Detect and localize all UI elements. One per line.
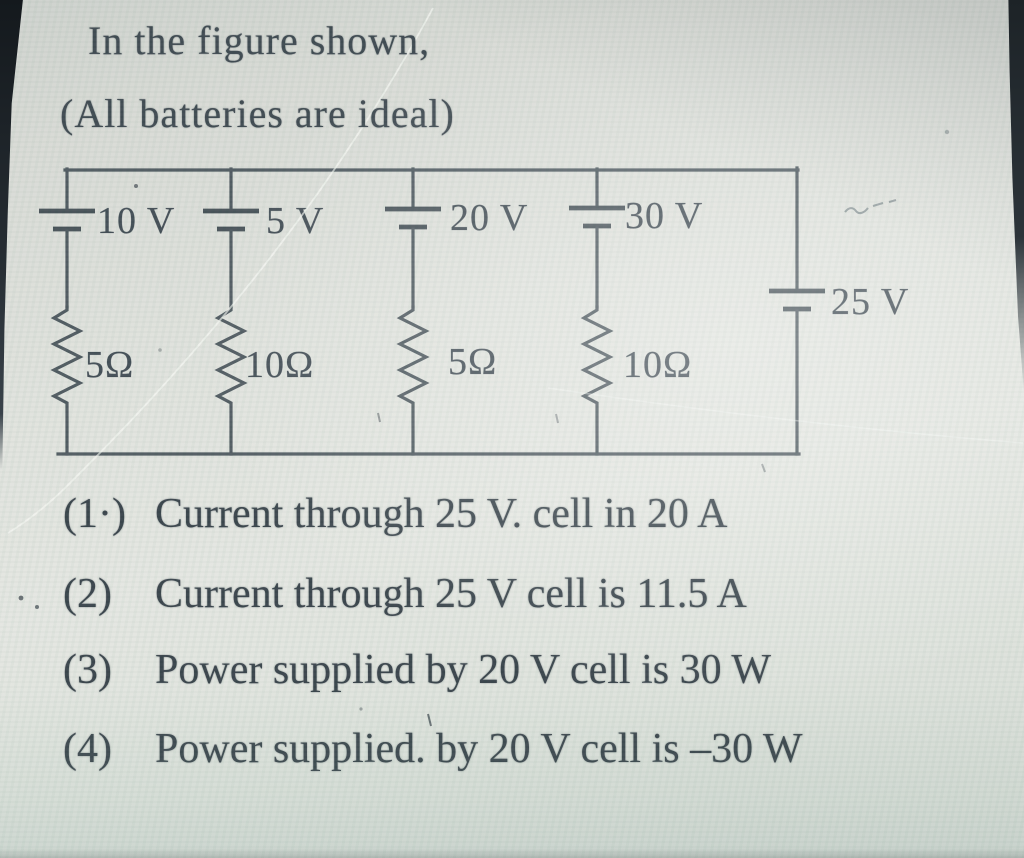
stray-dot [35, 605, 39, 609]
battery-label-1: 10 V [97, 200, 175, 242]
option-row-3: (3) Power supplied by 20 V cell is 30 W [63, 645, 771, 695]
battery-branch-3: 20 V 5Ω [385, 167, 528, 456]
circuit-frame-wires [56, 168, 801, 456]
battery-label-4: 30 V [625, 195, 703, 237]
pen-squiggle [844, 199, 897, 215]
option-row-2: (2) Current through 25 V cell is 11.5 A [63, 569, 747, 619]
battery-label-3: 20 V [450, 197, 528, 239]
resistor-zigzag-3 [396, 305, 430, 456]
battery-branch-1: 10 V 5Ω [39, 167, 175, 456]
crease-line [7, 7, 434, 534]
option-row-4: (4) Power supplied. by 20 V cell is –30 … [63, 724, 802, 774]
option-text: Power supplied by 20 V cell is 30 W [155, 647, 771, 693]
question-note: (All batteries are ideal) [60, 91, 455, 136]
side-battery-label: 25 V [831, 281, 909, 323]
resistor-label-2: 10Ω [245, 344, 314, 386]
stray-tick [761, 463, 766, 473]
resistor-label-1: 5Ω [85, 344, 134, 386]
option-text: Current through 25 V cell is 11.5 A [155, 571, 747, 617]
option-number: (1·) [63, 491, 126, 537]
resistor-zigzag-1 [50, 305, 84, 456]
stray-dot [134, 184, 138, 188]
resistor-zigzag-2 [214, 305, 248, 456]
stray-tick [377, 412, 381, 423]
battery-branch-2: 5 V 10Ω [203, 167, 324, 456]
option-number: (4) [63, 726, 112, 772]
option-number: (3) [63, 647, 112, 693]
stray-dot [158, 348, 162, 352]
stray-tick [427, 713, 432, 727]
stray-tick [555, 413, 559, 424]
stray-dot [944, 129, 950, 135]
battery-label-2: 5 V [266, 200, 324, 242]
side-battery-branch: 25 V [769, 166, 909, 456]
resistor-label-3: 5Ω [448, 341, 497, 383]
battery-branch-4: 30 V 10Ω [569, 167, 703, 456]
photo-artifacts [7, 7, 1024, 727]
stray-dot [18, 595, 24, 601]
option-text: Power supplied. by 20 V cell is –30 W [155, 726, 803, 772]
stray-dot [359, 707, 363, 711]
option-text: Current through 25 V. cell in 20 A [155, 491, 728, 537]
resistor-zigzag-4 [580, 305, 614, 456]
option-number: (2) [63, 571, 112, 617]
question-intro: In the figure shown, [88, 18, 431, 63]
option-row-1: (1·) Current through 25 V. cell in 20 A [63, 489, 727, 539]
resistor-label-4: 10Ω [623, 344, 692, 386]
crease-line-2 [547, 387, 1024, 444]
